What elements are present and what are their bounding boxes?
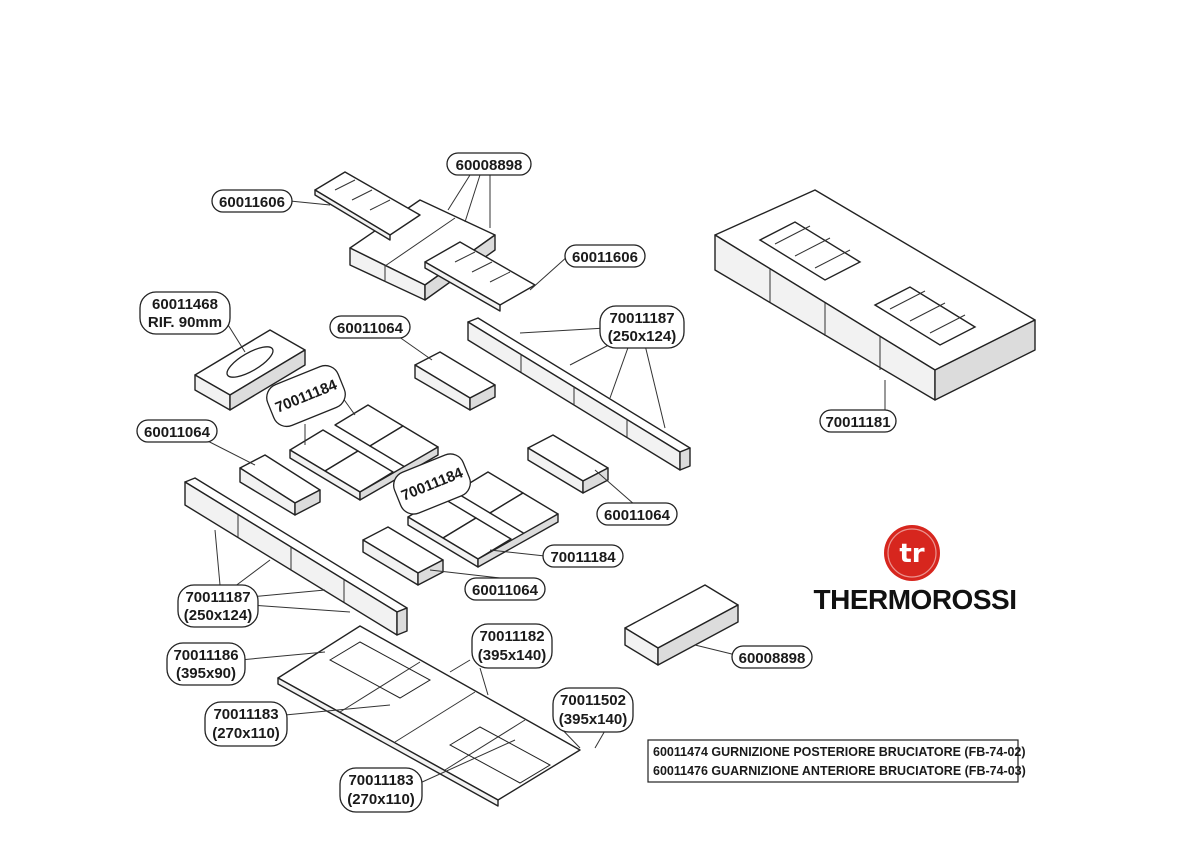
label-text: 60008898 (456, 157, 523, 174)
label-text: (250x124) (184, 607, 252, 624)
label-text: (395x140) (559, 711, 627, 728)
label-70011187-top: 70011187 (250x124) (599, 305, 685, 349)
label-70011184-a: 70011184 (266, 364, 346, 428)
label-text: 70011183 (213, 706, 278, 723)
label-text: RIF. 90mm (148, 314, 222, 331)
label-70011184-b: 70011184 (393, 453, 471, 515)
label-text: 70011181 (825, 414, 890, 431)
label-text: 60011064 (337, 320, 404, 337)
label-text: 70011502 (560, 692, 626, 709)
label-60011606-left: 60011606 (211, 189, 293, 213)
note-line-2: 60011476 GUARNIZIONE ANTERIORE BRUCIATOR… (653, 764, 1026, 778)
part-bracket-c (527, 434, 609, 494)
part-assembled-unit (714, 189, 1036, 401)
label-text: 60011606 (219, 194, 285, 211)
label-70011187-bottom: 70011187 (250x124) (177, 584, 259, 628)
logo-text: tr (899, 539, 924, 569)
label-70011183-b: 70011183 (270x110) (339, 767, 423, 813)
part-small-block-left (194, 329, 306, 411)
label-70011183-a: 70011183 (270x110) (204, 701, 288, 747)
label-70011186: 70011186 (395x90) (166, 642, 246, 686)
part-long-panel-bottom (184, 477, 408, 636)
part-bracket-d (362, 526, 444, 586)
label-text: 60011606 (572, 249, 638, 266)
part-plate-left (314, 171, 421, 241)
label-text: (395x90) (176, 665, 236, 682)
label-60011064-a: 60011064 (329, 315, 411, 339)
part-block-bottom-right (624, 584, 739, 666)
label-text: (270x110) (212, 725, 280, 742)
label-60011064-b: 60011064 (136, 419, 218, 443)
label-70011182: 70011182 (395x140) (471, 623, 553, 669)
part-bracket-b (239, 454, 321, 516)
label-60011468: 60011468 RIF. 90mm (139, 291, 231, 335)
part-tiles-group-a (289, 404, 439, 501)
label-text: 70011183 (348, 772, 413, 789)
label-60011064-d: 60011064 (464, 577, 546, 601)
label-text: (270x110) (347, 791, 415, 808)
label-70011502: 70011502 (395x140) (552, 687, 634, 733)
label-60008898-top: 60008898 (446, 152, 532, 176)
part-bracket-a (414, 351, 496, 411)
label-text: 60011064 (144, 424, 211, 441)
label-text: 70011182 (479, 628, 544, 645)
label-text: 70011186 (173, 647, 238, 664)
leader-lines (189, 174, 886, 784)
gasket-notes: 60011474 GURNIZIONE POSTERIORE BRUCIATOR… (647, 739, 1026, 783)
label-text: (395x140) (478, 647, 546, 664)
label-60008898-bottom: 60008898 (731, 645, 813, 669)
label-text: 70011187 (609, 310, 674, 327)
label-60011064-c: 60011064 (596, 502, 678, 526)
label-text: 60011468 (152, 296, 218, 313)
label-70011184-c: 70011184 (542, 544, 624, 568)
label-text: 70011187 (185, 589, 250, 606)
label-text: 60008898 (739, 650, 806, 667)
logo-circle-icon (884, 525, 940, 581)
brand-logo: tr THERMOROSSI (814, 525, 1017, 615)
label-text: (250x124) (608, 328, 676, 345)
note-line-1: 60011474 GURNIZIONE POSTERIORE BRUCIATOR… (653, 745, 1026, 759)
label-text: 70011184 (550, 549, 616, 566)
label-70011181: 70011181 (819, 409, 897, 433)
label-60011606-right: 60011606 (564, 244, 646, 268)
part-long-panel-top (467, 317, 691, 471)
label-text: 60011064 (472, 582, 539, 599)
label-text: 60011064 (604, 507, 671, 524)
brand-name: THERMOROSSI (814, 584, 1017, 615)
